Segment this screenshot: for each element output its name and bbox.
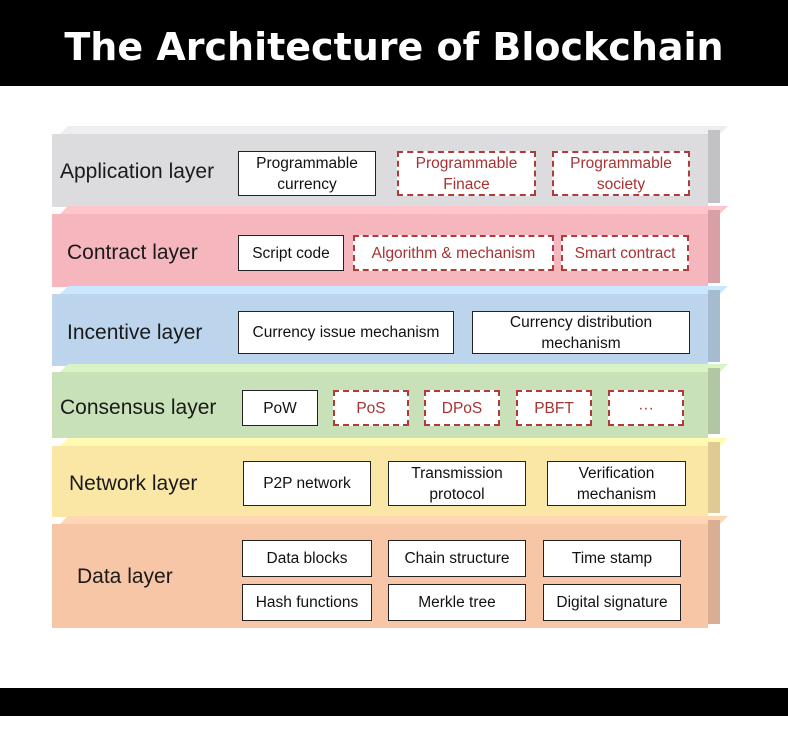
network-layer-label: Network layer [69, 472, 198, 495]
script-code-box: Script code [238, 235, 344, 271]
p2p-network-box: P2P network [243, 461, 371, 506]
programmable-society-box: Programmable society [552, 151, 690, 196]
currency-distribution-box: Currency distribution mechanism [472, 311, 690, 354]
merkle-tree-box: Merkle tree [388, 584, 526, 621]
pow-box: PoW [242, 390, 318, 426]
algorithm-mechanism-box: Algorithm & mechanism [353, 235, 554, 271]
dpos-box: DPoS [424, 390, 500, 426]
application-layer-label: Application layer [60, 160, 215, 183]
verification-mechanism-box: Verification mechanism [547, 461, 686, 506]
bottom-bar [0, 688, 788, 716]
programmable-currency-box: Programmable currency [238, 151, 376, 196]
smart-contract-box: Smart contract [561, 235, 689, 271]
time-stamp-box: Time stamp [543, 540, 681, 577]
contract-layer-label: Contract layer [67, 241, 198, 264]
digital-signature-box: Digital signature [543, 584, 681, 621]
data-layer-label: Data layer [77, 565, 173, 588]
pbft-box: PBFT [516, 390, 592, 426]
programmable-finance-box: Programmable Finace [397, 151, 536, 196]
page-title: The Architecture of Blockchain [64, 25, 724, 69]
data-blocks-box: Data blocks [242, 540, 372, 577]
more-consensus-box: ··· [608, 390, 684, 426]
currency-issue-box: Currency issue mechanism [238, 311, 454, 354]
consensus-layer-label: Consensus layer [60, 396, 217, 419]
pos-box: PoS [333, 390, 409, 426]
hash-functions-box: Hash functions [242, 584, 372, 621]
incentive-layer-label: Incentive layer [67, 321, 203, 344]
transmission-protocol-box: Transmission protocol [388, 461, 526, 506]
title-bar [0, 0, 788, 86]
chain-structure-box: Chain structure [388, 540, 526, 577]
